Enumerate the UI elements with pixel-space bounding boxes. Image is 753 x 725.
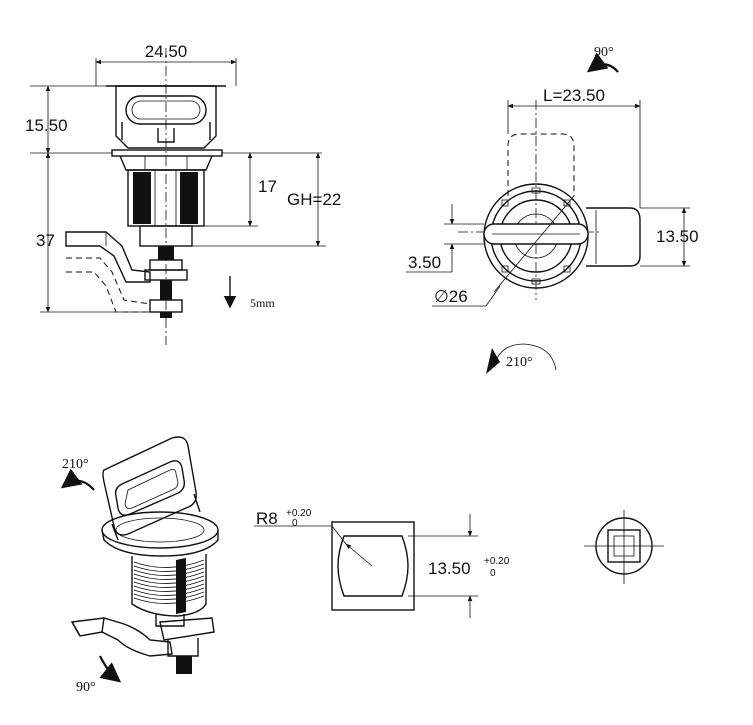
- dim-offset: 3.50: [406, 204, 484, 273]
- dim-head-height: 15.50: [25, 85, 112, 154]
- dim-diameter: ∅26: [432, 285, 501, 307]
- dim-width: 24.50: [95, 42, 237, 86]
- side-cam-arm-alt: [66, 257, 151, 313]
- rotation-210-arrowhead: [486, 348, 500, 374]
- square-key-symbol: [584, 510, 664, 584]
- iso-threaded-body: [131, 554, 207, 627]
- rotation-90-label: 90°: [594, 45, 614, 60]
- front-view: 90°: [406, 45, 699, 374]
- dim-cutout-size: 13.50 +0.20 0: [408, 514, 510, 618]
- front-height-label: 13.50: [656, 227, 699, 246]
- side-cam-arm: [65, 231, 151, 283]
- iso-rotation-210-arrow: [60, 468, 95, 491]
- thread-length-label: 17: [258, 177, 277, 196]
- side-flange: [111, 149, 223, 171]
- cutout-view: R8 +0.20 0 13.50 +0.20 0: [254, 508, 510, 618]
- grip-height-label: GH=22: [287, 190, 341, 209]
- iso-rotation-210-label: 210°: [62, 457, 89, 472]
- offset-label: 3.50: [408, 253, 441, 272]
- dim-total-height: 37: [36, 152, 150, 313]
- side-handle: [106, 85, 226, 149]
- rotation-90-arrow: [586, 52, 619, 73]
- diameter-label: ∅26: [434, 287, 468, 306]
- cutout-size-tol-lower: 0: [490, 568, 496, 579]
- dim-radius: R8 +0.20 0: [254, 508, 347, 545]
- side-shaft: [144, 246, 188, 318]
- iso-rotation-90-arrow: [99, 655, 122, 683]
- iso-cam-arm: [70, 617, 215, 674]
- iso-view: 210°: [60, 436, 219, 695]
- total-height-label: 37: [36, 231, 55, 250]
- travel-label: 5mm: [250, 296, 275, 310]
- dim-height: 13.50: [640, 207, 699, 267]
- rotation-210-arc: [493, 343, 557, 371]
- radius-tol-lower: 0: [292, 518, 298, 529]
- iso-flange: [101, 511, 219, 557]
- cutout-outer-square: [331, 521, 415, 611]
- dim-grip-height: GH=22: [192, 152, 341, 247]
- iso-handle: [102, 436, 201, 541]
- side-view: 5mm 24.50 15.50 37 17: [25, 42, 341, 345]
- head-height-label: 15.50: [25, 116, 68, 135]
- rotation-210-label: 210°: [506, 355, 533, 370]
- front-cam-lug: [586, 207, 641, 267]
- cutout-profile: [337, 535, 409, 597]
- width-dimension-label: 24.50: [145, 42, 188, 61]
- side-threaded-body: [127, 169, 205, 247]
- cutout-size-tol-upper: +0.20: [484, 556, 510, 567]
- front-handle-alt: [507, 133, 575, 196]
- dim-thread-length: 17: [204, 152, 322, 227]
- radius-tol-upper: +0.20: [286, 508, 312, 519]
- cutout-size-label: 13.50: [428, 559, 471, 578]
- length-label: L=23.50: [543, 86, 605, 105]
- dim-length: L=23.50: [507, 86, 641, 208]
- radius-label: R8: [256, 509, 278, 528]
- iso-rotation-90-label: 90°: [76, 680, 96, 695]
